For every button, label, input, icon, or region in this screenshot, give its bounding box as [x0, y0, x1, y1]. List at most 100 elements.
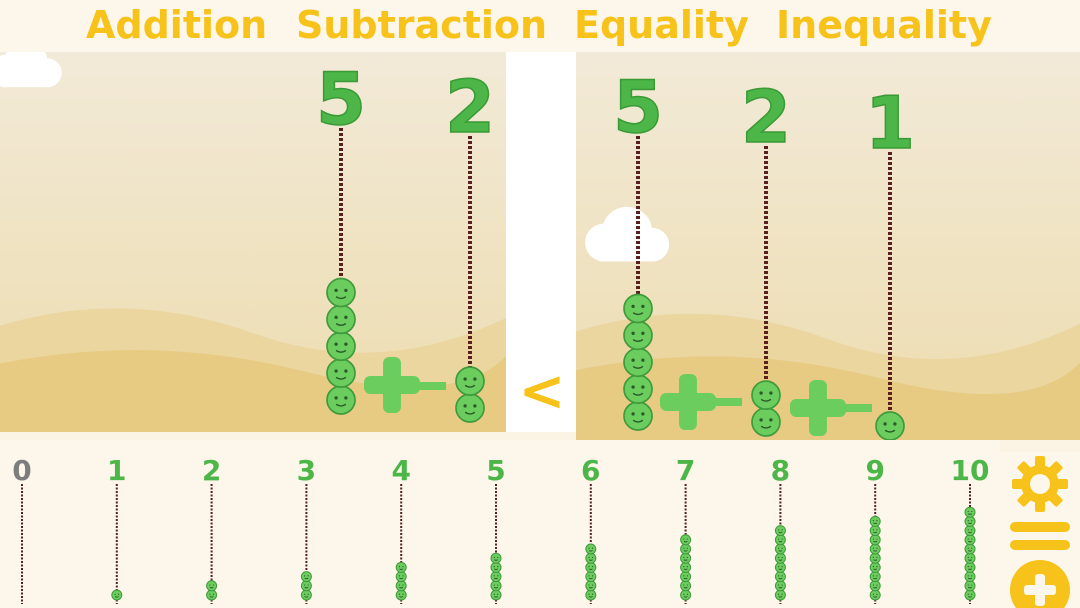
rack-number-10[interactable]: 10: [951, 454, 990, 604]
rack-number-3[interactable]: 3: [297, 454, 316, 604]
plus-circle-icon: [1010, 560, 1070, 608]
plus-operator-icon: [790, 380, 846, 436]
bead: [326, 277, 356, 308]
bead: [300, 571, 312, 583]
bead: [585, 580, 597, 592]
comparison-operator: <: [518, 359, 566, 424]
bead: [585, 561, 597, 573]
tab-subtraction[interactable]: Subtraction: [296, 3, 548, 47]
rack-number-label: 7: [676, 454, 695, 487]
term-2[interactable]: 2: [740, 74, 792, 437]
rack-number-label: 4: [391, 454, 410, 487]
tab-equality[interactable]: Equality: [574, 3, 749, 47]
term-number: 5: [613, 65, 663, 149]
cloud: [0, 52, 62, 88]
bead: [395, 580, 407, 592]
bead: [490, 589, 502, 601]
term-2[interactable]: 2: [444, 64, 496, 423]
rack-number-1[interactable]: 1: [107, 454, 127, 604]
number-rack-canvas: 0 1 2 3 4 5 6 7 8 9 10: [12, 454, 990, 604]
term-5[interactable]: 5: [315, 56, 367, 415]
bead: [774, 543, 786, 555]
bead: [964, 571, 976, 583]
rack-number-2[interactable]: 2: [202, 454, 221, 604]
bead: [774, 552, 786, 564]
bead: [395, 589, 407, 601]
bead: [751, 380, 781, 410]
tab-addition[interactable]: Addition: [86, 3, 268, 47]
bead: [623, 401, 653, 431]
term-number: 1: [865, 81, 915, 165]
toolbar: [1000, 452, 1080, 608]
bead: [680, 580, 692, 592]
bead: [300, 580, 312, 592]
bead: [680, 571, 692, 583]
equals-button[interactable]: [1006, 516, 1074, 556]
bead: [490, 552, 502, 564]
tab-inequality[interactable]: Inequality: [776, 3, 992, 47]
bead: [585, 552, 597, 564]
bead: [326, 331, 356, 362]
rack-number-0[interactable]: 0: [12, 454, 32, 604]
plus-operator-icon: [364, 357, 420, 413]
rack-number-8[interactable]: 8: [771, 454, 790, 604]
bead: [964, 580, 976, 592]
rack-number-5[interactable]: 5: [486, 454, 506, 604]
bead: [206, 580, 218, 592]
bead: [585, 589, 597, 601]
bead: [964, 589, 976, 601]
rack-number-label: 10: [951, 454, 990, 487]
bead: [964, 515, 976, 527]
bead: [869, 571, 881, 583]
rack-number-label: 2: [202, 454, 221, 487]
add-button[interactable]: [1006, 556, 1074, 608]
bead: [964, 534, 976, 546]
equals-icon: [1010, 522, 1070, 550]
bead: [395, 561, 407, 573]
bead: [964, 552, 976, 564]
term-5[interactable]: 5: [612, 64, 664, 431]
rack-number-4[interactable]: 4: [391, 454, 411, 604]
bead: [774, 571, 786, 583]
bead: [875, 411, 905, 440]
bead: [585, 571, 597, 583]
bead: [585, 543, 597, 555]
cloud: [585, 206, 670, 262]
bead: [869, 580, 881, 592]
hill: [576, 356, 1080, 440]
bead: [455, 366, 485, 396]
gear-icon: [1012, 456, 1068, 512]
bead: [623, 293, 653, 324]
bead: [774, 580, 786, 592]
bead: [326, 385, 356, 415]
rack-number-label: 1: [107, 454, 126, 487]
rack-number-label: 3: [297, 454, 316, 487]
rack-number-label: 0: [12, 454, 31, 487]
rack-number-6[interactable]: 6: [581, 454, 601, 604]
bead: [869, 515, 881, 527]
bead: [490, 561, 502, 573]
plus-operator-icon: [660, 374, 716, 430]
bead: [680, 589, 692, 601]
bead: [869, 525, 881, 537]
connector: [714, 398, 742, 406]
rack-number-9[interactable]: 9: [865, 454, 885, 604]
bead: [623, 347, 653, 378]
rack-number-label: 8: [771, 454, 790, 487]
bead: [680, 534, 692, 546]
rack-number-label: 6: [581, 454, 600, 487]
term-number: 2: [445, 65, 495, 149]
bead: [623, 374, 653, 404]
rack-number-label: 9: [865, 454, 884, 487]
settings-button[interactable]: [1010, 456, 1070, 512]
bead: [490, 580, 502, 592]
bead: [111, 589, 123, 601]
bead: [964, 525, 976, 537]
bead: [490, 571, 502, 583]
rack-number-7[interactable]: 7: [676, 454, 695, 604]
bead: [300, 589, 312, 601]
term-1[interactable]: 1: [864, 80, 916, 440]
